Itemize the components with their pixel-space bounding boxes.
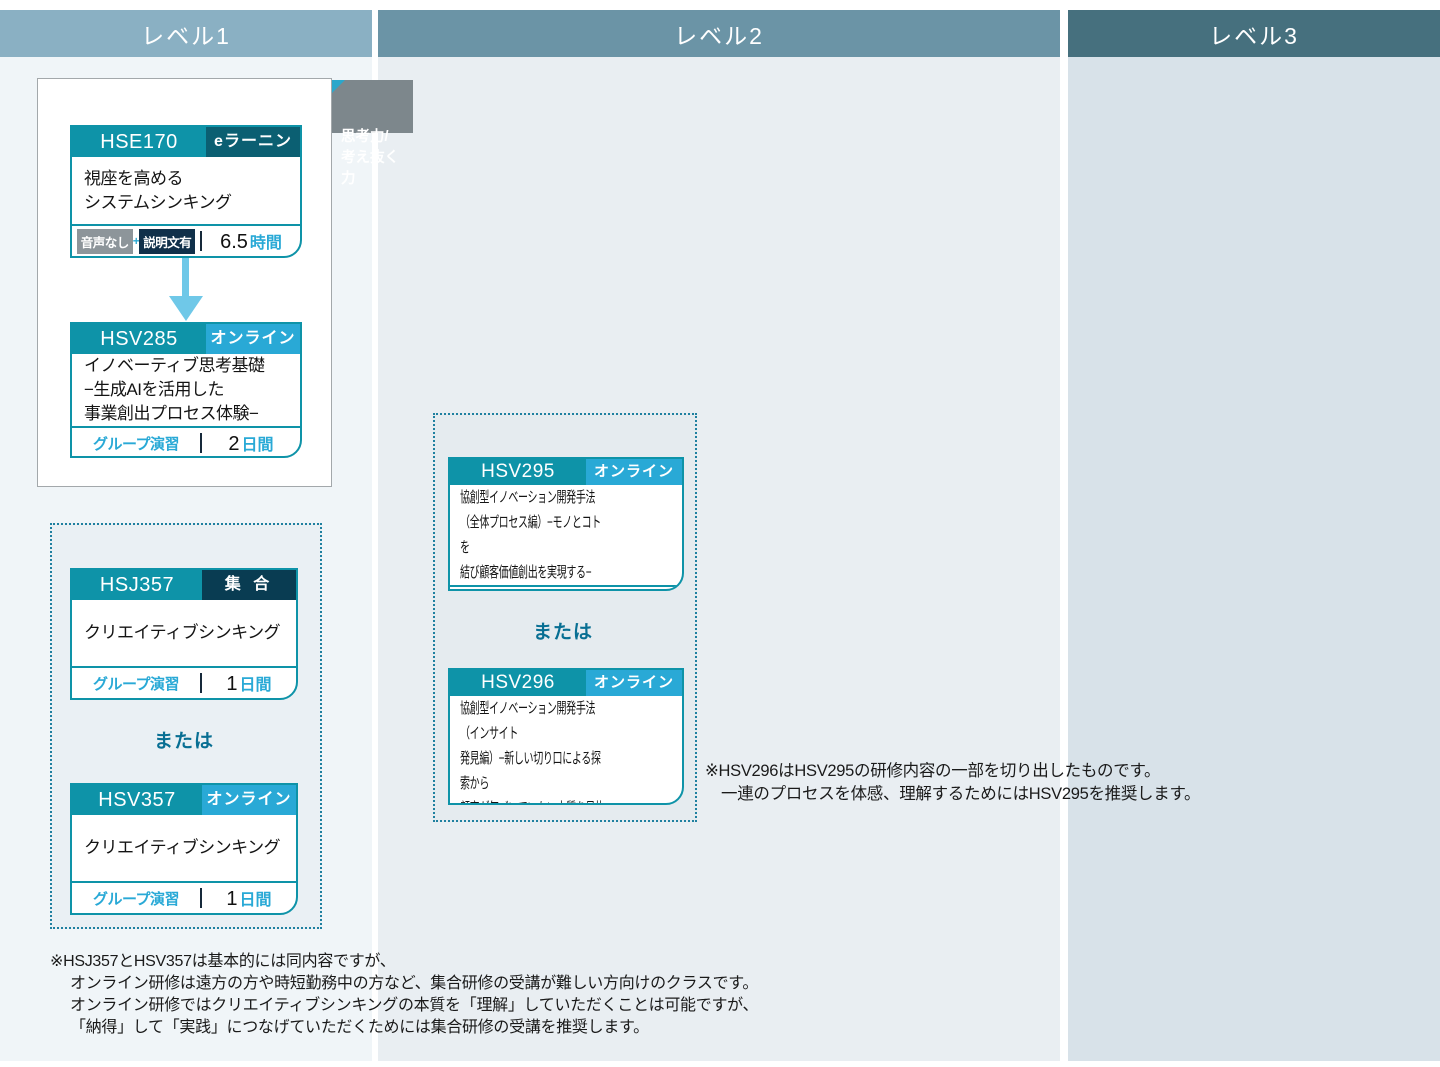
course-card-header: HSV357 オンライン	[72, 785, 296, 815]
delivery-badge-online: オンライン	[202, 785, 296, 815]
course-title-text: 協創型イノベーション開発手法（インサイト 発見編）−新しい切り口による探索から …	[460, 700, 605, 803]
hsj357-hsv357-footnote: ※HSJ357とHSV357は基本的には同内容ですが、 オンライン研修は遠方の方…	[50, 953, 759, 1036]
level3-header: レベル3	[1068, 10, 1440, 57]
duration-unit: 日間	[239, 891, 272, 909]
footer-divider	[200, 433, 202, 453]
course-card-footer: 音声なし + 説明文有 6.5 時間	[72, 224, 300, 256]
course-card-hsv296: HSV296 オンライン 協創型イノベーション開発手法（インサイト 発見編）−新…	[448, 668, 684, 805]
course-code: HSE170	[100, 131, 178, 153]
hsv296-footnote: ※HSV296はHSV295の研修内容の一部を切り出したものです。 一連のプロセ…	[705, 762, 1201, 803]
level3-column	[1068, 57, 1440, 1061]
plus-icon: +	[132, 234, 140, 248]
course-title: イノベーティブ思考基礎 −生成AIを活用した 事業創出プロセス体験−	[84, 356, 265, 423]
duration-value: 1	[226, 887, 238, 910]
or-label-level1: または	[153, 731, 214, 752]
course-title: 協創型イノベーション開発手法 （全体プロセス編）−モノとコトを 結び顧客価値創出…	[450, 485, 682, 585]
course-title: クリエイティブシンキング	[84, 623, 281, 642]
flow-arrow-head-icon	[169, 296, 203, 321]
course-duration: 1 日間	[202, 886, 296, 911]
course-title: クリエイティブシンキング	[84, 838, 281, 857]
course-code: HSV285	[100, 328, 178, 350]
course-format: グループ演習	[92, 675, 180, 693]
course-title: 協創型イノベーション開発手法（インサイト 発見編）−新しい切り口による探索から …	[450, 696, 682, 803]
delivery-badge-online: オンライン	[586, 670, 682, 696]
course-duration: 6.5 時間	[202, 229, 300, 254]
footer-divider	[200, 888, 202, 908]
course-card-header: HSV295 オンライン	[450, 459, 682, 485]
duration-value: 2	[228, 432, 240, 455]
duration-unit: 時間	[249, 234, 282, 252]
delivery-badge-online: オンライン	[206, 324, 300, 354]
course-card-footer: グループ演習 1 日間	[72, 881, 296, 913]
duration-unit: 日間	[241, 436, 274, 454]
course-title-text: 協創型イノベーション開発手法 （全体プロセス編）−モノとコトを 結び顧客価値創出…	[460, 489, 601, 581]
or-label-level2: または	[532, 622, 593, 643]
course-duration: 2 日間	[578, 589, 682, 590]
course-format: グループ演習	[92, 435, 180, 453]
course-card-hsv285: HSV285 オンライン イノベーティブ思考基礎 −生成AIを活用した 事業創出…	[70, 322, 302, 458]
course-card-header: HSV296 オンライン	[450, 670, 682, 696]
course-card-header: HSJ357 集 合	[72, 570, 296, 600]
course-format: グループ演習	[450, 591, 576, 592]
course-duration: 1 日間	[202, 671, 296, 696]
corner-triangle-icon	[332, 80, 345, 93]
footer-divider	[200, 231, 202, 251]
course-code: HSV295	[481, 461, 555, 482]
skill-category-tag: 思考力/ 考え抜く力	[332, 80, 413, 187]
level1-header: レベル1	[0, 10, 372, 57]
course-card-hsv295: HSV295 オンライン 協創型イノベーション開発手法 （全体プロセス編）−モノ…	[448, 457, 684, 591]
audio-badge: 音声なし	[76, 228, 133, 254]
course-card-footer: グループ演習 2 日間	[450, 585, 682, 592]
course-card-header: HSV285 オンライン	[72, 324, 300, 354]
footer-divider	[200, 673, 202, 693]
course-card-hse170: HSE170 eラーニング 視座を高める システムシンキング 音声なし + 説明…	[70, 125, 302, 258]
course-duration: 2 日間	[202, 431, 300, 456]
course-card-hsj357: HSJ357 集 合 クリエイティブシンキング グループ演習 1 日間	[70, 568, 298, 700]
duration-value: 6.5	[220, 230, 248, 253]
delivery-badge-classroom: 集 合	[202, 570, 296, 600]
delivery-badge-elearning: eラーニング	[206, 127, 300, 180]
doc-badge: 説明文有	[139, 228, 196, 254]
level2-header: レベル2	[378, 10, 1060, 57]
course-code: HSV357	[98, 789, 176, 811]
delivery-badge-online: オンライン	[586, 459, 682, 485]
course-code: HSV296	[481, 672, 555, 693]
course-card-hsv357: HSV357 オンライン クリエイティブシンキング グループ演習 1 日間	[70, 783, 298, 915]
course-code: HSJ357	[99, 574, 175, 596]
duration-unit: 日間	[620, 589, 652, 590]
course-title: 視座を高める システムシンキング	[84, 168, 232, 212]
course-card-footer: グループ演習 2 日間	[72, 426, 300, 456]
skill-tag-label: 思考力/ 考え抜く力	[341, 129, 399, 188]
course-card-header: HSE170 eラーニング	[72, 127, 300, 180]
course-attributes: 音声なし + 説明文有	[72, 228, 200, 254]
duration-value: 1	[226, 672, 238, 695]
duration-unit: 日間	[239, 676, 272, 694]
course-card-footer: グループ演習 1 日間	[72, 666, 296, 698]
flow-arrow-stem	[182, 258, 189, 298]
course-format: グループ演習	[92, 890, 180, 908]
